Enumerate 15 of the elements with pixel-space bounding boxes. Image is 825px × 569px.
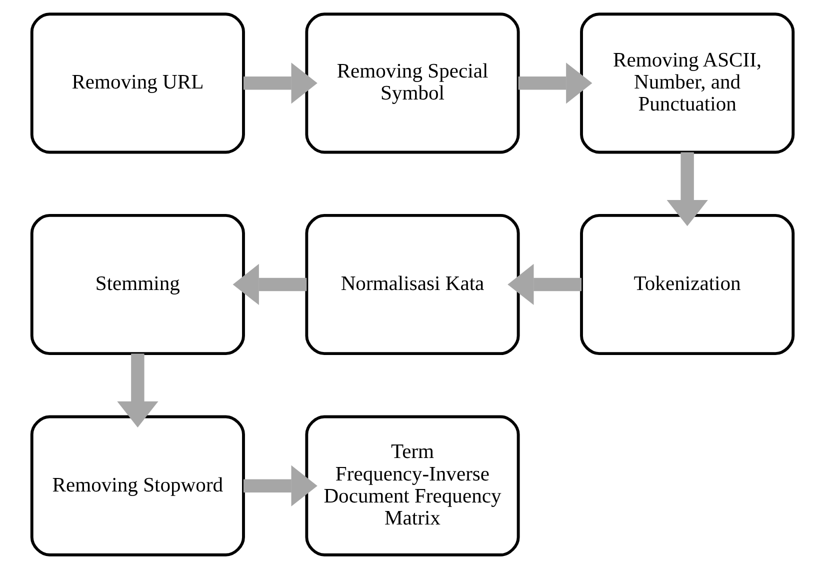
arrow: [244, 62, 318, 104]
arrow: [117, 354, 158, 428]
arrow: [508, 264, 582, 306]
node-box: Stemming: [30, 214, 245, 356]
node-box: Removing Special Symbol: [305, 12, 520, 154]
node-box: Term Frequency-Inverse Document Frequency Matrix: [305, 415, 520, 556]
node-box: Tokenization: [580, 214, 795, 356]
arrow: [244, 465, 318, 506]
node-box: Removing ASCII, Number, and Punctuation: [580, 12, 795, 154]
node-box: Normalisasi Kata: [305, 214, 520, 356]
arrow: [232, 264, 307, 306]
arrow: [666, 152, 708, 226]
node-box: Removing Stopword: [30, 415, 245, 556]
arrow: [518, 62, 592, 104]
node-box: Removing URL: [30, 12, 245, 154]
